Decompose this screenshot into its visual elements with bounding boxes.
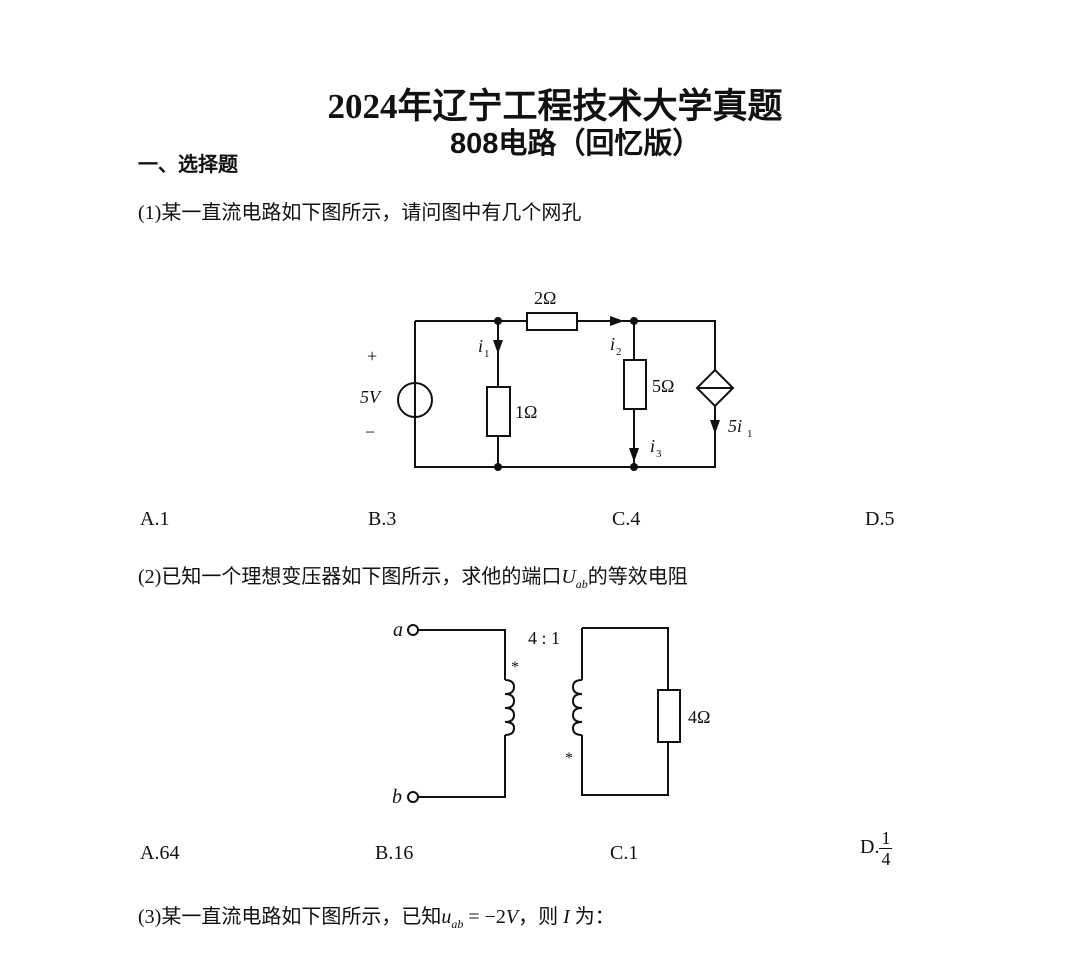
fraction-denominator: 4 xyxy=(881,849,891,869)
option-c[interactable]: C.1 xyxy=(610,842,639,864)
resistor-4ohm xyxy=(657,689,681,743)
svg-text:+: + xyxy=(367,346,377,366)
q3-var: u xyxy=(441,906,452,928)
q3-text-before: (3)某一直流电路如下图所示，已知 xyxy=(138,906,442,928)
svg-text:5i: 5i xyxy=(728,416,742,436)
svg-text:a: a xyxy=(393,619,403,641)
svg-text:4 : 1: 4 : 1 xyxy=(528,628,560,648)
svg-text:3: 3 xyxy=(656,448,662,460)
svg-text:1: 1 xyxy=(484,348,490,360)
q3-var-sub: ab xyxy=(451,917,464,931)
svg-text:5V: 5V xyxy=(360,387,382,407)
section-heading: 一、选择题 xyxy=(138,154,238,176)
q3-unit: V xyxy=(505,906,519,928)
svg-text:1: 1 xyxy=(747,428,753,440)
primary-coil xyxy=(504,679,516,736)
svg-text:*: * xyxy=(565,750,573,767)
q2-text-before: (2)已知一个理想变压器如下图所示，求他的端口 xyxy=(138,566,562,588)
svg-text:i: i xyxy=(650,436,655,456)
terminal-b xyxy=(407,791,419,803)
svg-text:2Ω: 2Ω xyxy=(534,288,556,308)
q2-var-sub: ab xyxy=(575,577,588,591)
q3-text-mid: ，则 xyxy=(518,906,559,928)
resistor-1ohm xyxy=(486,386,511,437)
circuit-1: 2Ω 1Ω 5Ω + 5V − i 1 i 2 i 3 5i 1 xyxy=(360,288,753,471)
q3-eq: = −2 xyxy=(463,906,506,928)
question-3-text: (3)某一直流电路如下图所示，已知uab = −2V，则 I 为： xyxy=(138,900,615,932)
svg-text:2: 2 xyxy=(616,346,622,358)
resistor-5ohm xyxy=(623,359,647,410)
question-2-text: (2)已知一个理想变压器如下图所示，求他的端口Uab的等效电阻 xyxy=(138,560,688,592)
secondary-coil xyxy=(571,679,583,736)
option-a[interactable]: A.64 xyxy=(140,842,180,864)
svg-text:1Ω: 1Ω xyxy=(515,402,537,422)
arrow-i3 xyxy=(629,448,639,462)
arrow-i1 xyxy=(493,340,503,354)
q2-text-after: 的等效电阻 xyxy=(587,566,688,588)
resistor-2ohm xyxy=(526,312,578,331)
page-title: 2024年辽宁工程技术大学真题 xyxy=(327,87,783,126)
q2-var: U xyxy=(561,566,576,588)
question-1-text: (1)某一直流电路如下图所示，请问图中有几个网孔 xyxy=(138,202,582,224)
option-b[interactable]: B.3 xyxy=(368,508,397,530)
q3-var2: I xyxy=(563,906,570,928)
q3-text-after: 为： xyxy=(574,906,615,928)
svg-text:5Ω: 5Ω xyxy=(652,376,674,396)
arrow-dep xyxy=(710,420,720,434)
svg-text:4Ω: 4Ω xyxy=(688,707,710,727)
circuit-2: a b 4 : 1 * * 4Ω xyxy=(392,619,710,808)
svg-text:i: i xyxy=(478,336,483,356)
arrow-i2 xyxy=(610,316,624,326)
dependent-current-source xyxy=(695,368,735,408)
option-a[interactable]: A.1 xyxy=(140,508,170,530)
option-d[interactable]: D.5 xyxy=(865,508,895,530)
page-subtitle: 808电路（回忆版） xyxy=(450,128,702,160)
option-d-prefix: D. xyxy=(860,836,880,859)
fraction-numerator: 1 xyxy=(879,828,893,849)
svg-text:*: * xyxy=(511,659,519,676)
svg-text:b: b xyxy=(392,786,402,808)
option-b[interactable]: B.16 xyxy=(375,842,414,864)
svg-text:i: i xyxy=(610,334,615,354)
svg-text:−: − xyxy=(365,422,375,442)
option-c[interactable]: C.4 xyxy=(612,508,641,530)
terminal-a xyxy=(407,624,419,636)
